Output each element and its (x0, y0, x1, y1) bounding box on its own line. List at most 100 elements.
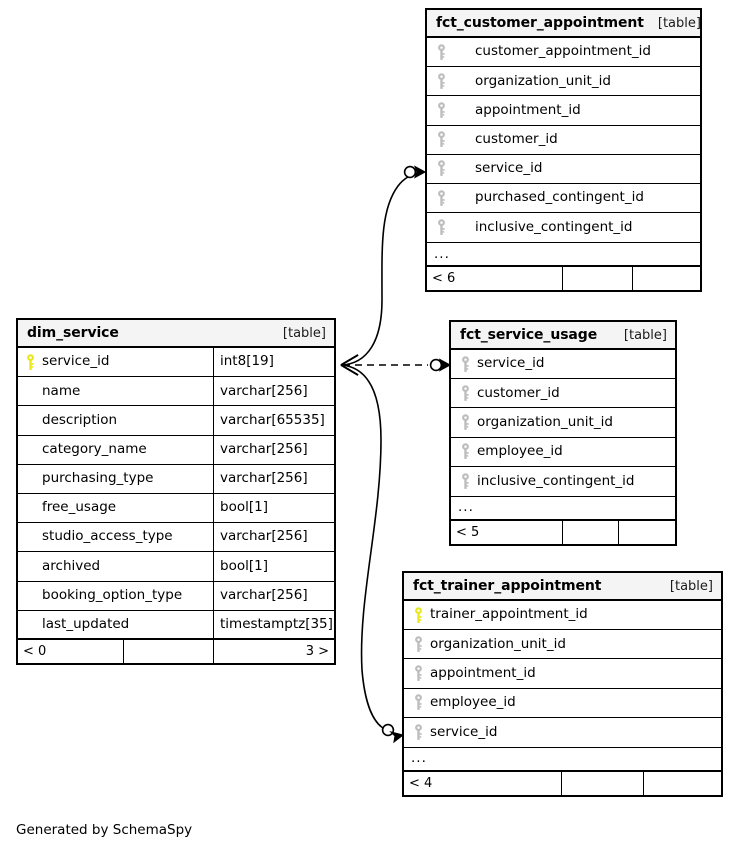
primary-key-icon (23, 353, 38, 371)
foreign-key-icon (458, 473, 473, 490)
table-row[interactable]: organization_unit_id (427, 67, 700, 97)
column-type: varchar[256] (213, 435, 334, 464)
table-row[interactable]: service_id int8[19] (18, 348, 334, 378)
column-type: varchar[65535] (213, 406, 334, 435)
table-row[interactable]: service_id (451, 350, 675, 380)
column-name: appointment_id (430, 664, 536, 681)
primary-key-icon (411, 606, 426, 624)
table-row[interactable]: organization_unit_id (451, 408, 675, 438)
column-name: archived (42, 557, 101, 574)
table-row[interactable]: last_updated timestamptz[35] (18, 610, 334, 640)
column-name: organization_unit_id (477, 413, 613, 430)
table-row[interactable]: free_usage bool[1] (18, 493, 334, 524)
table-row[interactable]: employee_id (451, 438, 675, 467)
column-cell: booking_option_type (18, 582, 213, 610)
column-cell: appointment_id (427, 96, 700, 124)
table-row[interactable]: customer_id (451, 379, 675, 409)
table-row[interactable]: booking_option_type varchar[256] (18, 581, 334, 611)
footer-child-count (632, 267, 700, 291)
table-columns: service_id customer_id organization_unit… (451, 350, 675, 496)
table-row[interactable]: employee_id (404, 689, 721, 718)
table-fct_trainer_appointment[interactable]: fct_trainer_appointment [table] trainer_… (402, 571, 723, 797)
table-header: fct_trainer_appointment [table] (404, 573, 721, 601)
relationship-dim_service-fct_customer_appointment (340, 165, 427, 376)
column-name: customer_appointment_id (475, 43, 651, 60)
footer-middle-cell (123, 639, 213, 663)
table-footer: < 5 (451, 520, 675, 544)
column-cell: organization_unit_id (451, 408, 675, 436)
table-row[interactable]: service_id (427, 155, 700, 184)
column-name: service_id (42, 353, 110, 370)
table-fct_customer_appointment[interactable]: fct_customer_appointment [table] custome… (425, 8, 702, 293)
foreign-key-icon (434, 43, 449, 61)
table-row[interactable]: service_id (404, 718, 721, 747)
column-name: employee_id (430, 693, 516, 710)
table-row[interactable]: customer_appointment_id (427, 38, 700, 68)
column-cell: studio_access_type (18, 523, 213, 551)
table-row[interactable]: purchased_contingent_id (427, 184, 700, 214)
table-footer: < 0 3 > (18, 639, 334, 663)
footer-parent-count: < 4 (409, 775, 433, 791)
table-header: dim_service [table] (18, 320, 334, 348)
table-row[interactable]: description varchar[65535] (18, 406, 334, 436)
table-row[interactable]: archived bool[1] (18, 552, 334, 582)
foreign-key-icon (434, 102, 449, 119)
column-name: last_updated (42, 615, 130, 632)
column-name: studio_access_type (42, 528, 173, 545)
column-name: free_usage (42, 499, 117, 516)
column-cell: service_id (451, 350, 675, 378)
table-fct_service_usage[interactable]: fct_service_usage [table] service_id cus… (449, 320, 677, 546)
column-name: service_id (477, 355, 545, 372)
column-name: employee_id (477, 442, 563, 459)
column-cell: appointment_id (404, 659, 721, 687)
footer-parent-count: < 5 (456, 524, 480, 540)
column-cell: service_id (18, 348, 213, 376)
relationship-dim_service-fct_trainer_appointment (340, 354, 405, 744)
column-cell: free_usage (18, 494, 213, 522)
table-row[interactable]: studio_access_type varchar[256] (18, 523, 334, 553)
column-cell: service_id (404, 718, 721, 747)
table-kind-label: [table] (282, 325, 326, 341)
table-row[interactable]: inclusive_contingent_id (451, 467, 675, 496)
foreign-key-icon (411, 724, 426, 741)
column-name: service_id (475, 160, 543, 177)
column-cell: customer_id (451, 379, 675, 407)
column-cell: name (18, 377, 213, 405)
footer-middle-cell (562, 520, 618, 544)
column-name: inclusive_contingent_id (477, 472, 635, 489)
cardinality-zero-marker (403, 165, 417, 179)
column-type: varchar[256] (213, 523, 334, 552)
table-row[interactable]: name varchar[256] (18, 377, 334, 407)
table-row[interactable]: appointment_id (404, 659, 721, 689)
table-dim_service[interactable]: dim_service [table] service_id int8[19] … (16, 318, 336, 665)
column-name: appointment_id (475, 101, 581, 118)
column-cell: service_id (427, 155, 700, 183)
foreign-key-icon (434, 72, 449, 90)
column-name: purchased_contingent_id (475, 189, 644, 206)
table-row[interactable]: category_name varchar[256] (18, 435, 334, 465)
foreign-key-icon (411, 694, 426, 711)
column-name: purchasing_type (42, 470, 154, 487)
column-type: bool[1] (213, 493, 334, 523)
table-row[interactable]: organization_unit_id (404, 630, 721, 660)
foreign-key-icon (434, 189, 449, 207)
table-row[interactable]: customer_id (427, 126, 700, 155)
table-row[interactable]: inclusive_contingent_id (427, 213, 700, 242)
table-row[interactable]: trainer_appointment_id (404, 601, 721, 631)
footer-child-count (643, 771, 721, 795)
table-row[interactable]: appointment_id (427, 96, 700, 126)
column-cell: customer_appointment_id (427, 38, 700, 66)
table-kind-label: [table] (623, 327, 667, 343)
more-columns-indicator: ... (404, 746, 721, 772)
column-name: organization_unit_id (475, 72, 611, 89)
column-cell: archived (18, 552, 213, 580)
table-row[interactable]: purchasing_type varchar[256] (18, 464, 334, 494)
column-name: booking_option_type (42, 586, 183, 603)
column-name: customer_id (475, 130, 558, 147)
footer-middle-cell (561, 771, 643, 795)
footer-middle-cell (562, 267, 632, 291)
column-name: description (42, 411, 118, 428)
column-cell: customer_id (427, 126, 700, 154)
column-type: int8[19] (213, 348, 334, 377)
